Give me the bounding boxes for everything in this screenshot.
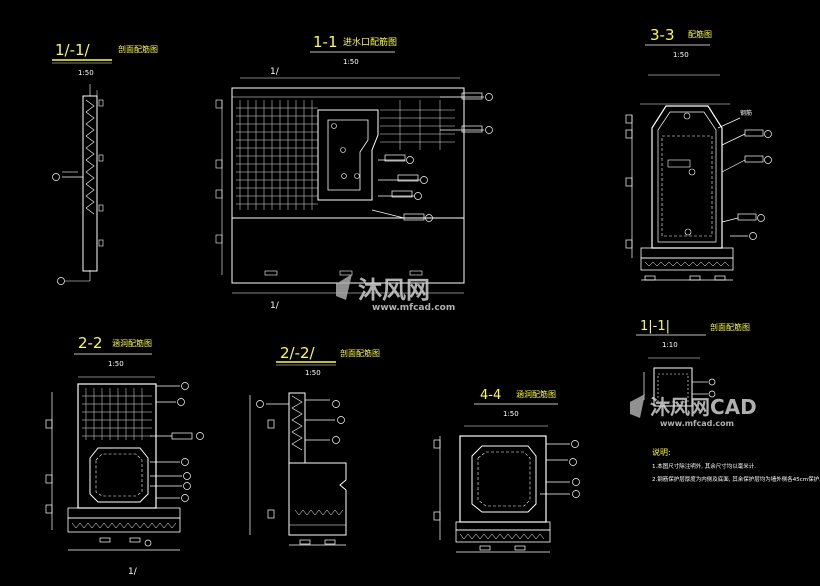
watermark-right: 沐风网CAD www.mfcad.com (630, 394, 757, 428)
section-2-2: 2-2 涵洞配筋图 1:50 (45, 334, 204, 577)
section-2-2-prime: 2/-2/ 剖面配筋图 1:50 (249, 344, 380, 546)
scale-1-1: 1:50 (343, 58, 359, 66)
subtitle-2-2: 涵洞配筋图 (112, 338, 152, 348)
subtitle-1-1-prime: 剖面配筋图 (118, 44, 158, 54)
title-1-1-prime: 1/-1/ (55, 41, 91, 59)
watermark-brand: 沐风网 (358, 276, 430, 304)
scale-2-2: 1:50 (108, 360, 124, 368)
title-2-2-prime: 2/-2/ (280, 344, 316, 362)
mark-top-left: 1/ (270, 67, 280, 77)
watermark-brand-cad: 沐风网CAD (650, 395, 757, 419)
scale-4-4: 1:50 (503, 410, 519, 418)
scale-2-2-prime: 1:50 (305, 369, 321, 377)
subtitle-3-3: 配筋图 (688, 29, 712, 39)
scale-3-3: 1:50 (673, 51, 689, 59)
scale-1-1-prime: 1:50 (78, 69, 94, 77)
section-1-1-inlet: 1-1 进水口配筋图 1:50 (215, 33, 493, 311)
scale-1-1-detail: 1:10 (662, 341, 678, 349)
notes-block: 说明: 1.本图尺寸除注明外, 其余尺寸均以毫米计. 2.钢筋保护层厚度为内侧及… (652, 447, 820, 483)
section-1-1-detail: 1|-1| 剖面配筋图 1:10 (636, 319, 750, 407)
notes-line-2: 2.钢筋保护层厚度为内侧及底面, 其余保护层均为墙外侧各45cm保护. (652, 475, 820, 483)
section-1-1-prime-small: 1/-1/ 剖面配筋图 1:50 (52, 41, 158, 285)
notes-line-1: 1.本图尺寸除注明外, 其余尺寸均以毫米计. (652, 462, 756, 470)
title-4-4: 4-4 (480, 388, 501, 403)
title-1-1-detail: 1|-1| (640, 319, 670, 334)
subtitle-4-4: 涵洞配筋图 (516, 389, 556, 399)
section-4-4: 4-4 涵洞配筋图 1:50 (433, 388, 580, 553)
mark-2-2-bottom: 1/ (128, 567, 138, 577)
mark-bottom-left: 1/ (270, 301, 280, 311)
notes-heading: 说明: (652, 447, 671, 457)
section-3-3: 3-3 配筋图 1:50 钢筋 (625, 26, 772, 281)
title-3-3: 3-3 (650, 26, 675, 44)
subtitle-1-1-detail: 剖面配筋图 (710, 322, 750, 332)
title-1-1: 1-1 (313, 33, 338, 51)
watermark-url-2: www.mfcad.com (660, 419, 734, 428)
watermark-url: www.mfcad.com (372, 303, 455, 313)
title-2-2: 2-2 (78, 334, 103, 352)
watermark-center: 沐风网 www.mfcad.com (336, 274, 455, 313)
subtitle-2-2-prime: 剖面配筋图 (340, 348, 380, 358)
note-3-3: 钢筋 (740, 109, 752, 117)
subtitle-1-1: 进水口配筋图 (343, 36, 397, 48)
